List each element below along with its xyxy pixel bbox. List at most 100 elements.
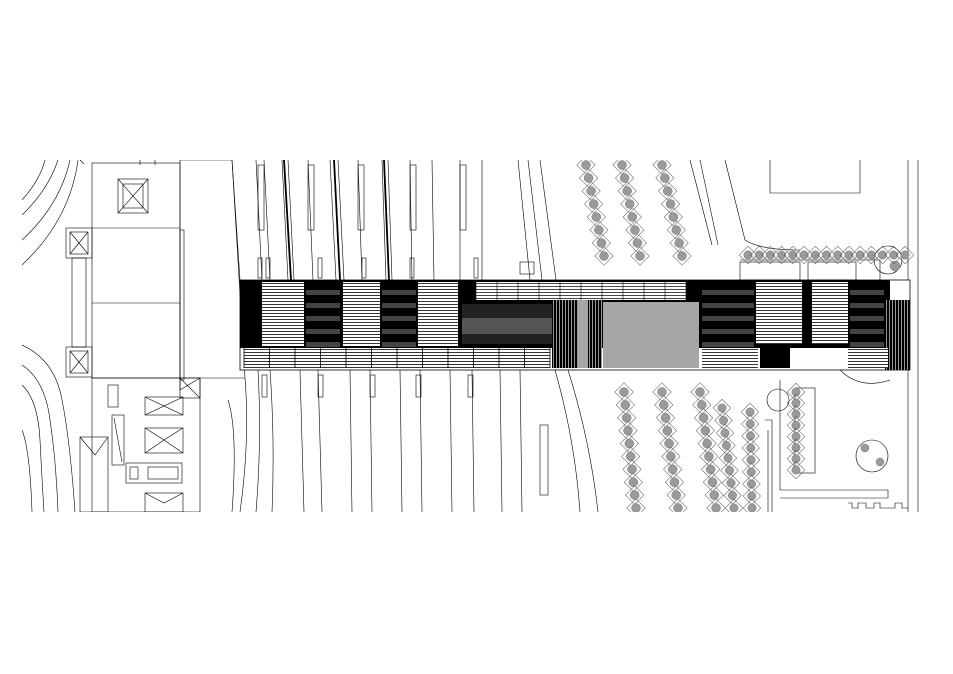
tree-guard: [630, 246, 650, 266]
tree: [711, 503, 721, 512]
tree: [791, 443, 801, 453]
tree: [628, 477, 639, 487]
tree-guard: [594, 246, 614, 266]
tree: [697, 400, 707, 410]
tree: [791, 398, 801, 408]
lower-tracks: [227, 369, 599, 512]
tree: [623, 425, 633, 436]
right-upper-features: [689, 160, 919, 512]
tree-guard: [706, 498, 726, 512]
tree: [671, 490, 681, 500]
tree-guard: [712, 398, 732, 418]
tree-guard: [699, 446, 719, 466]
tree-guard: [701, 459, 721, 479]
upper-tracks: [231, 160, 557, 281]
tree-guard: [615, 168, 635, 188]
tree-guard: [786, 449, 806, 468]
tree: [726, 478, 736, 488]
tree-guard: [626, 498, 646, 512]
tree: [673, 503, 683, 512]
tree-guard: [741, 426, 760, 446]
tree: [799, 250, 809, 260]
tree-guard: [741, 414, 760, 434]
tree: [619, 387, 629, 397]
tree: [596, 238, 607, 248]
tree: [720, 428, 730, 438]
tree-guard: [772, 245, 791, 265]
tree-guard: [692, 395, 712, 415]
tree-guard: [694, 408, 714, 428]
tree: [695, 387, 705, 397]
tree: [704, 451, 714, 462]
tree-guard: [579, 168, 599, 188]
tree-guard: [669, 233, 689, 253]
tree: [624, 438, 635, 449]
tree: [674, 238, 684, 248]
stripe: [306, 290, 340, 295]
tree: [765, 250, 775, 260]
stripe: [850, 303, 884, 308]
tree-guard: [661, 446, 681, 466]
tree: [747, 479, 756, 489]
tree-guard: [622, 207, 642, 227]
tree-guard: [806, 245, 825, 265]
tree-guard: [783, 245, 802, 265]
tree-guard: [741, 438, 760, 458]
tree: [791, 432, 801, 442]
tree-guard: [617, 408, 637, 428]
tree-guard: [612, 160, 632, 175]
tree-guard: [724, 498, 744, 512]
tree: [586, 186, 596, 196]
tree: [855, 250, 865, 260]
tree-guard: [715, 423, 735, 443]
stripe: [382, 303, 416, 308]
tree-guard: [666, 485, 686, 505]
tree-guard: [895, 245, 915, 265]
tree-guard: [652, 160, 672, 175]
tree: [622, 186, 632, 196]
track-dividers: [283, 160, 390, 281]
tree: [722, 441, 731, 450]
tree: [619, 173, 630, 183]
tree: [746, 455, 756, 465]
tree-guard: [873, 245, 892, 265]
tree: [745, 407, 755, 417]
tree: [660, 413, 671, 423]
tree: [725, 466, 734, 475]
tree-guard: [851, 245, 870, 265]
tree: [660, 173, 670, 183]
tree: [866, 250, 876, 260]
tree-guard: [627, 233, 647, 253]
tree: [583, 173, 594, 183]
tree: [667, 464, 678, 475]
tree: [729, 503, 739, 512]
tree-guard: [589, 220, 609, 240]
tree: [669, 477, 680, 487]
tree-guard: [740, 402, 760, 422]
tree: [632, 238, 643, 248]
tree: [599, 251, 609, 261]
tree: [624, 199, 635, 209]
tree-guard: [581, 181, 601, 201]
tree-guard: [704, 485, 724, 505]
stripe: [702, 329, 754, 334]
tree-guard: [672, 246, 692, 266]
tree: [723, 453, 733, 463]
tree: [665, 199, 676, 209]
tree-guard: [614, 382, 634, 402]
tree: [707, 477, 718, 487]
tree-guard: [720, 461, 739, 480]
tree: [810, 250, 820, 260]
tree-guard: [718, 448, 738, 468]
tree: [743, 250, 753, 260]
tree-guard: [714, 411, 733, 430]
tree-guard: [656, 408, 676, 428]
tree-guard: [652, 382, 672, 402]
stripe: [382, 342, 416, 347]
tree-guard: [615, 395, 635, 415]
tree-guard: [625, 220, 645, 240]
tree: [594, 225, 604, 235]
tree-guard: [625, 485, 645, 505]
stripe: [306, 342, 340, 347]
tree-guard: [786, 416, 806, 435]
